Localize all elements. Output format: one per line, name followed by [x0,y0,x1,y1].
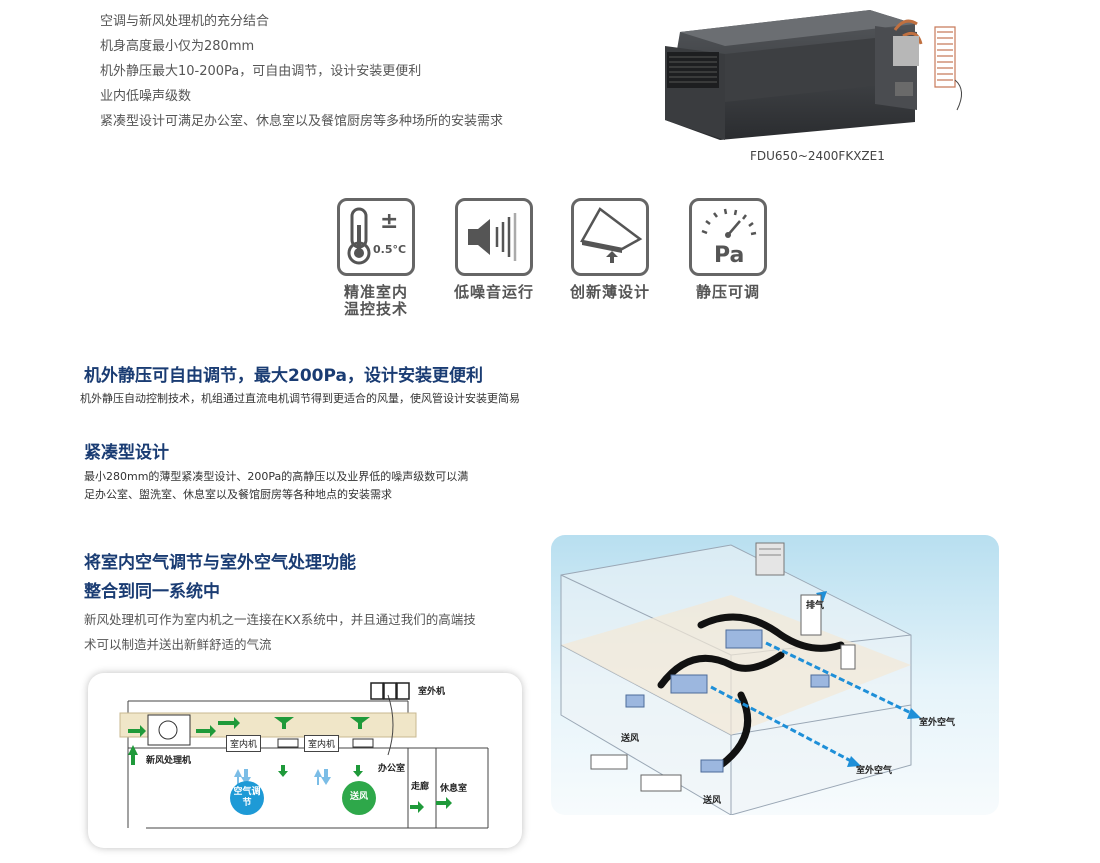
plus-minus-symbol: ± [380,209,399,234]
outdoor-unit-label: 室外机 [418,687,446,697]
icon-label: 低噪音运行 [454,283,535,301]
section3-title-line1: 将室内空气调节与室外空气处理功能 [84,553,356,573]
building-3d-diagram: 排气 室外空气 室外空气 送风 送风 [551,535,999,815]
icon-label-line: 温控技术 [343,300,408,318]
section3-title-line2: 整合到同一系统中 [84,582,220,602]
section2-line1: 最小280mm的薄型紧凑型设计、200Pa的高静压以及业界低的噪声级数可以满 [84,470,469,483]
lounge-label: 休息室 [440,784,468,794]
exhaust-label: 排气 [806,601,825,611]
icon-item-low-noise: 低噪音运行 [454,198,534,301]
indoor-unit-label: 室内机 [226,735,262,752]
indoor-unit-label: 室内机 [304,735,340,752]
outdoor-air-label: 室外空气 [919,718,956,728]
section2-line2: 足办公室、盥洗室、休息室以及餐馆厨房等各种地点的安装需求 [84,488,392,501]
section2-title: 紧凑型设计 [84,443,169,463]
feature-item: 空调与新风处理机的充分结合 [100,14,270,29]
air-conditioning-circle: 空气调节 [230,781,264,815]
outdoor-air-label: 室外空气 [856,766,893,776]
supply-air-label: 送风 [621,734,640,744]
feature-icons: ± 0.5°C 精准室内 温控技术 低噪音运行 [336,198,776,328]
icon-label-line: 精准室内 [343,283,408,301]
thin-panel-icon [571,198,649,276]
icon-label: 静压可调 [695,283,760,301]
fresh-air-unit-label: 新风处理机 [146,756,192,766]
icon-item-thin-design: 创新薄设计 [570,198,650,301]
pressure-gauge-icon: Pa [689,198,767,276]
section1-title: 机外静压可自由调节，最大200Pa，设计安装更便利 [84,366,483,386]
thermometer-icon: ± 0.5°C [337,198,415,276]
corridor-label: 走廊 [411,782,430,792]
section3-line1: 新风处理机可作为室内机之一连接在KX系统中，并且通过我们的高端技 [84,612,476,627]
icon-item-pressure: Pa 静压可调 [688,198,768,301]
temperature-value: 0.5°C [373,243,407,256]
feature-item: 紧凑型设计可满足办公室、休息室以及餐馆厨房等多种场所的安装需求 [100,114,504,129]
product-caption: FDU650~2400FKXZE1 [750,149,885,163]
supply-air-label: 送风 [703,796,722,806]
icon-label: 创新薄设计 [570,283,651,301]
section3-line2: 术可以制造并送出新鲜舒适的气流 [84,637,272,652]
feature-item: 机外静压最大10-200Pa，可自由调节，设计安装更便利 [100,64,422,79]
supply-air-circle: 送风 [342,781,376,815]
pressure-unit: Pa [714,243,745,268]
feature-item: 业内低噪声级数 [100,89,192,104]
office-label: 办公室 [378,764,406,774]
speaker-icon [455,198,533,276]
ducted-unit-image [665,10,962,140]
icon-item-temperature: ± 0.5°C 精准室内 温控技术 [336,198,416,318]
icon-label: 精准室内 温控技术 [336,284,416,318]
section1-text: 机外静压自动控制技术，机组通过直流电机调节得到更适合的风量，使风管设计安装更简易 [80,392,520,405]
feature-item: 机身高度最小仅为280mm [100,39,255,54]
system-diagram-section: 室外机 室内机 室内机 新风处理机 办公室 空气调节 送风 走廊 休息室 [88,673,522,848]
feature-list: 空调与新风处理机的充分结合 机身高度最小仅为280mm 机外静压最大10-200… [100,9,503,134]
